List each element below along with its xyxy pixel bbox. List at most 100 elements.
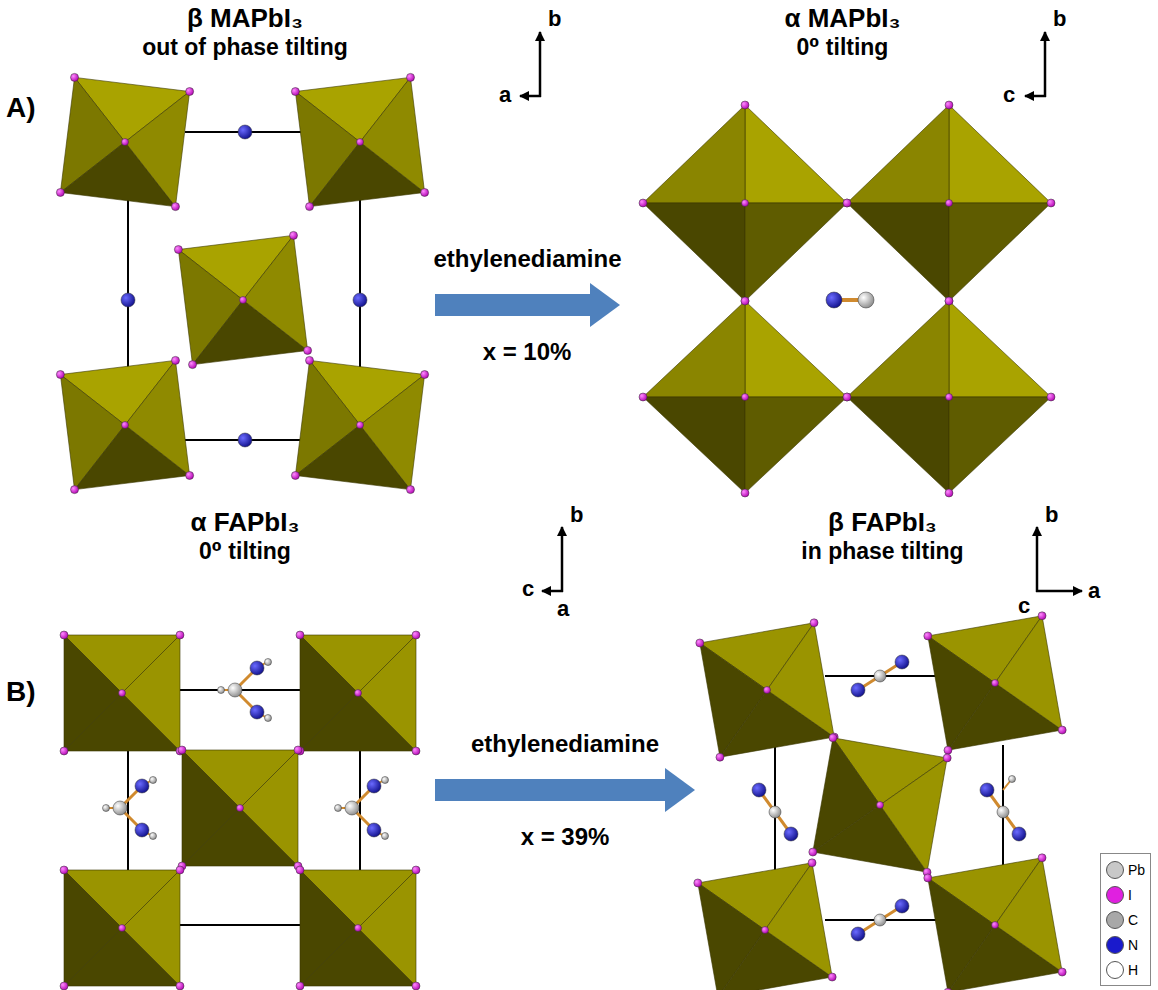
atom: [412, 747, 420, 755]
axis-label: b: [570, 502, 583, 528]
axis-label: c: [522, 576, 534, 602]
phase-title: α MAPbI₃: [620, 4, 1065, 34]
atom: [877, 802, 884, 809]
axis-label: b: [548, 6, 561, 32]
octahedron-face: [240, 750, 298, 866]
atom: [945, 101, 953, 109]
atom: [289, 231, 297, 239]
atom: [382, 777, 389, 784]
atom: [122, 422, 129, 429]
atom: [874, 914, 886, 926]
atom: [71, 73, 79, 81]
atom: [741, 489, 749, 497]
atom: [176, 866, 184, 874]
octahedron-face: [122, 870, 180, 986]
octahedron-face: [767, 623, 834, 737]
structure-panel: β FAPbI₃in phase tilting: [695, 508, 1070, 986]
atom: [694, 879, 702, 887]
atom: [843, 199, 851, 207]
octahedron-face: [122, 635, 180, 751]
atom: [945, 297, 953, 305]
octahedron-face: [995, 616, 1062, 730]
octahedron-face: [360, 375, 425, 490]
atom: [291, 471, 299, 479]
phase-title: β FAPbI₃: [695, 508, 1070, 538]
axis-label: b: [1045, 502, 1058, 528]
atom: [56, 371, 64, 379]
octahedron-face: [745, 301, 847, 397]
octahedron-face: [643, 397, 745, 493]
atom: [186, 471, 194, 479]
atom: [228, 683, 242, 697]
atom: [992, 922, 999, 929]
legend-swatch: [1106, 911, 1124, 929]
structure-panel: α MAPbI₃0⁰ tilting: [620, 4, 1065, 504]
atom: [764, 687, 771, 694]
atom: [103, 805, 110, 812]
structure-panel: β MAPbI₃out of phase tilting: [55, 4, 435, 480]
atom: [353, 293, 367, 307]
panel-letter: A): [6, 92, 36, 124]
atom: [992, 680, 999, 687]
atom: [306, 356, 314, 364]
octahedron-face: [360, 77, 425, 192]
bond-line: [987, 790, 1019, 834]
legend-entry: C: [1106, 907, 1145, 932]
legend-entry: Pb: [1106, 857, 1145, 882]
legend-swatch: [1106, 861, 1124, 879]
tilt-subtitle: out of phase tilting: [55, 34, 435, 60]
atom: [784, 827, 798, 841]
atom: [291, 88, 299, 96]
legend-swatch: [1106, 936, 1124, 954]
atom: [189, 361, 197, 369]
atom: [696, 639, 704, 647]
atom: [945, 297, 953, 305]
atom: [60, 866, 68, 874]
atom: [135, 823, 149, 837]
atom: [945, 489, 953, 497]
atom: [150, 833, 157, 840]
octahedron-face: [745, 105, 847, 203]
atom: [924, 632, 932, 640]
axis-label: a: [1088, 578, 1100, 604]
atom: [174, 246, 182, 254]
octahedron-face: [643, 203, 745, 301]
axis-label: b: [1053, 6, 1066, 32]
atom: [296, 866, 304, 874]
atom: [639, 393, 647, 401]
bond-line: [180, 924, 300, 926]
bond-line: [858, 906, 902, 934]
atom: [1047, 199, 1055, 207]
atom: [851, 927, 865, 941]
atom: [178, 746, 186, 754]
atom: [946, 394, 953, 401]
atom: [997, 806, 1009, 818]
atom: [1058, 968, 1066, 976]
atom: [826, 292, 842, 308]
legend-swatch: [1106, 961, 1124, 979]
atom: [946, 200, 953, 207]
atom: [828, 973, 836, 981]
legend-swatch: [1106, 886, 1124, 904]
tilt-subtitle: in phase tilting: [695, 538, 1070, 564]
atom: [421, 371, 429, 379]
octahedron-face: [643, 301, 745, 397]
legend-entry: N: [1106, 932, 1145, 957]
octahedron-face: [949, 301, 1051, 397]
atom: [421, 188, 429, 196]
atom: [171, 356, 179, 364]
atom: [150, 777, 157, 784]
atom: [240, 297, 247, 304]
legend-text: C: [1128, 912, 1138, 928]
axis-arrows: [520, 32, 1082, 592]
legend-text: N: [1128, 937, 1138, 953]
atom: [808, 859, 816, 867]
reagent-label: ethylenediamine: [433, 245, 621, 273]
atom: [851, 683, 865, 697]
atom: [218, 687, 225, 694]
atom: [237, 805, 244, 812]
atom: [119, 925, 126, 932]
atom: [762, 927, 769, 934]
atom: [742, 394, 749, 401]
reaction-arrow: [435, 779, 669, 801]
